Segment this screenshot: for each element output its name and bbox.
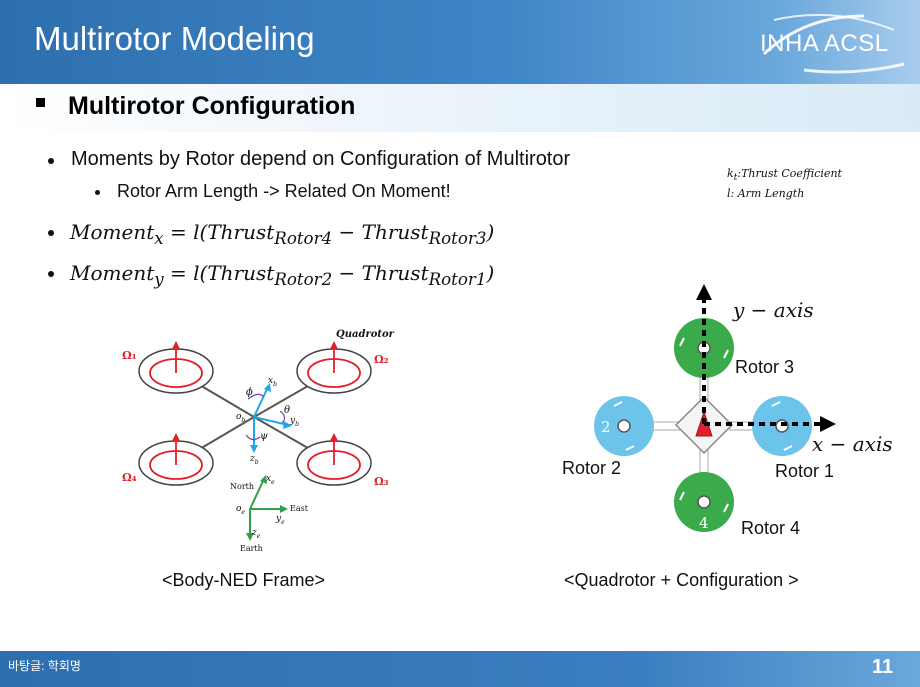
section-title: Multirotor Configuration	[68, 92, 356, 120]
rotor-ring-3	[296, 433, 372, 486]
omega-2-label: Ω₂	[374, 353, 389, 366]
rotor-2-number: 2	[601, 418, 611, 436]
symbol-legend: kt:Thrust Coefficient l: Arm Length	[727, 166, 842, 202]
rotor-4-disc	[674, 472, 734, 532]
moment-y-equation: Momenty = l(ThrustRotor2 − ThrustRotor1)	[70, 261, 495, 289]
rotor-3-disc	[674, 318, 734, 378]
rotor-4-number: 4	[699, 514, 709, 532]
rotor-2-disc	[594, 396, 654, 456]
y-axis-label: y − axis	[733, 298, 814, 322]
body-axes-icon	[245, 383, 292, 453]
moment-x-equation: Momentx = l(ThrustRotor4 − ThrustRotor3)	[70, 220, 495, 248]
yb-label: yb	[289, 416, 299, 428]
logo-text: INHA ACSL	[760, 30, 889, 57]
quadrotor-plus-config-diagram: 4 2	[594, 284, 836, 532]
earth-axes-icon	[246, 475, 288, 541]
body-ned-caption: <Body-NED Frame>	[162, 570, 326, 590]
ob-label: ob	[236, 412, 245, 424]
section-bar	[0, 84, 920, 132]
logo-swoosh-icon	[762, 13, 905, 74]
xb-label: xb	[268, 376, 277, 388]
x-axis-arrow-icon	[820, 416, 836, 432]
east-label: East	[290, 504, 309, 513]
north-label: North	[230, 482, 254, 491]
ye-label: ye	[275, 514, 285, 526]
rotor-ring-2	[296, 341, 372, 394]
bullet-dot-icon	[48, 271, 54, 277]
omega-1-label: Ω₁	[122, 349, 137, 362]
section-bullet-icon	[36, 98, 45, 107]
zb-label: zb	[249, 454, 259, 466]
body-ned-frame-diagram: Quadrotor Ω₁ Ω₂ Ω₃ Ω₄ xb yb zb ob ϕ θ ψ …	[122, 329, 395, 553]
legend-l: l: Arm Length	[727, 187, 805, 201]
rotor-3-label: Rotor 3	[735, 357, 795, 377]
oe-label: oe	[236, 504, 245, 516]
x-axis-label: x − axis	[812, 432, 893, 456]
bullet-1: Moments by Rotor depend on Configuration…	[71, 148, 571, 170]
rotor-ring-4	[138, 433, 214, 486]
earth-label: Earth	[240, 544, 263, 553]
theta-label: θ	[284, 405, 290, 416]
xe-label: xe	[266, 474, 275, 486]
legend-kt: kt:Thrust Coefficient	[727, 167, 842, 184]
page-number: 11	[872, 656, 894, 678]
bullet-dot-icon	[48, 158, 54, 164]
rotor-1-label: Rotor 1	[775, 461, 835, 481]
footer-note: 바탕글: 학회명	[8, 659, 81, 673]
slide-title: Multirotor Modeling	[34, 20, 315, 57]
psi-label: ψ	[260, 431, 268, 442]
bullet-1-sub: Rotor Arm Length -> Related On Moment!	[117, 181, 451, 201]
quadrotor-label: Quadrotor	[336, 329, 395, 340]
title-bar	[0, 0, 920, 84]
y-axis-arrow-icon	[696, 284, 712, 300]
phi-label: ϕ	[246, 387, 253, 398]
rotor-4-label: Rotor 4	[741, 518, 801, 538]
rotor-2-label: Rotor 2	[562, 458, 622, 478]
rotor-ring-1	[138, 341, 214, 394]
quadrotor-config-caption: <Quadrotor + Configuration >	[564, 570, 799, 590]
omega-4-label: Ω₄	[122, 471, 137, 484]
bullet-dot-icon	[48, 230, 54, 236]
footer-bar	[0, 651, 920, 687]
omega-3-label: Ω₃	[374, 475, 389, 488]
bullet-dot-icon	[95, 190, 100, 195]
ze-label: ze	[251, 528, 261, 540]
